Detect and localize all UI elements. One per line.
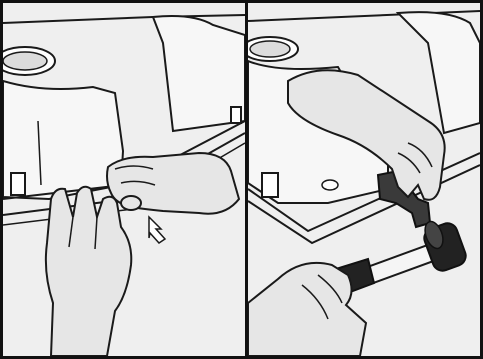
panel-press-clip [0, 0, 248, 359]
clip-right-icon [231, 107, 241, 123]
right-illustration [248, 3, 480, 356]
panel-tap-with-mallet [245, 0, 483, 359]
clip-left-icon [262, 173, 278, 197]
left-illustration [3, 3, 245, 356]
clip-left-icon [11, 173, 25, 195]
